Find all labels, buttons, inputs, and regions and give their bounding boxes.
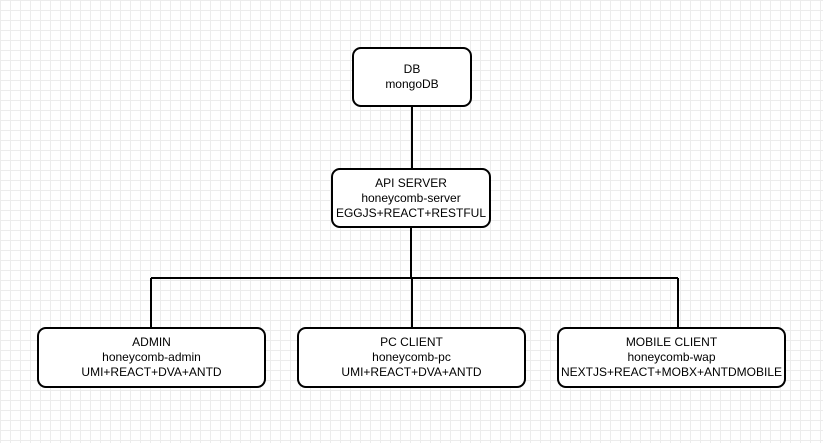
node-mobile-client-stack: NEXTJS+REACT+MOBX+ANTDMOBILE bbox=[560, 365, 783, 379]
node-admin-repo: honeycomb-admin bbox=[102, 350, 201, 364]
node-pc-client-repo: honeycomb-pc bbox=[372, 350, 451, 364]
node-api-server[interactable]: API SERVER honeycomb-server EGGJS+REACT+… bbox=[331, 168, 491, 228]
node-mobile-client[interactable]: MOBILE CLIENT honeycomb-wap NEXTJS+REACT… bbox=[557, 327, 786, 388]
node-pc-client-stack: UMI+REACT+DVA+ANTD bbox=[341, 365, 482, 379]
node-pc-client[interactable]: PC CLIENT honeycomb-pc UMI+REACT+DVA+ANT… bbox=[297, 327, 526, 388]
node-mobile-client-repo: honeycomb-wap bbox=[627, 350, 716, 364]
node-api-server-title: API SERVER bbox=[375, 175, 447, 190]
node-admin[interactable]: ADMIN honeycomb-admin UMI+REACT+DVA+ANTD bbox=[37, 327, 266, 388]
node-api-server-repo: honeycomb-server bbox=[361, 190, 461, 205]
node-admin-title: ADMIN bbox=[132, 335, 171, 349]
node-mobile-client-title: MOBILE CLIENT bbox=[625, 335, 718, 349]
node-db-engine: mongoDB bbox=[385, 77, 439, 91]
node-admin-stack: UMI+REACT+DVA+ANTD bbox=[81, 365, 222, 379]
node-db-title: DB bbox=[403, 62, 421, 76]
node-api-server-stack: EGGJS+REACT+RESTFUL bbox=[335, 205, 487, 220]
node-db[interactable]: DB mongoDB bbox=[352, 47, 472, 107]
node-pc-client-title: PC CLIENT bbox=[380, 335, 443, 349]
